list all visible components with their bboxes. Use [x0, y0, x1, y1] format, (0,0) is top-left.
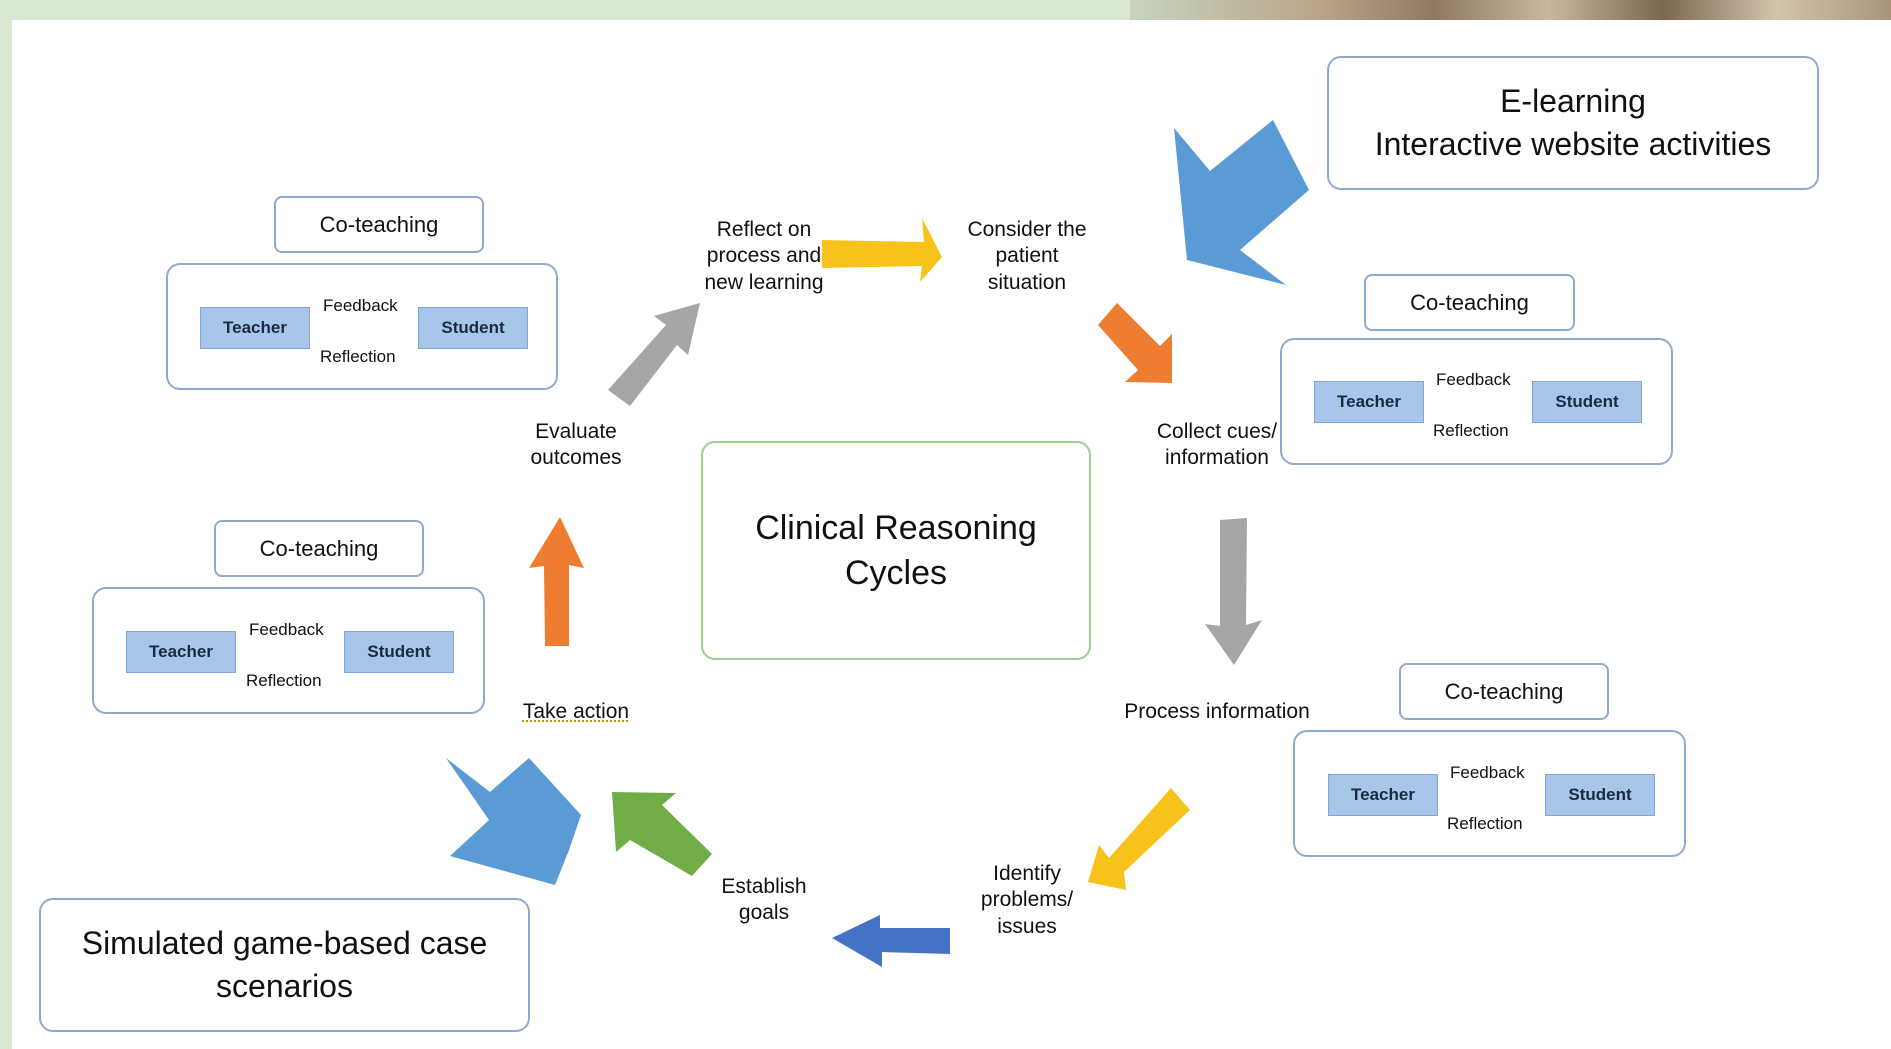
simulated-pointer-arrow [446, 758, 581, 885]
feedback-label-midright: Feedback [1436, 370, 1511, 389]
elearning-label: E-learning Interactive website activitie… [1374, 82, 1772, 162]
step-take-action: Take action [496, 699, 656, 725]
elearning-pointer-arrow [1174, 120, 1309, 285]
student-box-topleft: Student [418, 307, 528, 349]
simulated-scenarios-box: Simulated game-based case scenarios [39, 898, 530, 1032]
arrow-process-to-identify [1088, 788, 1190, 890]
step-reflect: Reflect on process and new learning [704, 218, 824, 294]
teacher-box-topleft: Teacher [200, 307, 310, 349]
arrow-collect-to-process [1205, 518, 1262, 665]
clinical-reasoning-title: Clinical Reasoning Cycles [755, 509, 1037, 592]
co-teaching-label: Co-teaching [1444, 678, 1564, 704]
reflection-label-bottomleft: Reflection [246, 671, 322, 690]
take-action-text: Take action [522, 700, 630, 723]
elearning-box: E-learning Interactive website activitie… [1327, 56, 1819, 190]
co-teaching-header-bottomright: Co-teaching [1399, 663, 1609, 720]
teacher-box-bottomright: Teacher [1328, 774, 1438, 816]
co-teaching-header-bottomleft: Co-teaching [214, 520, 424, 577]
step-process: Process information [1124, 700, 1310, 723]
diagram-canvas: E-learning Interactive website activitie… [12, 20, 1891, 1049]
step-collect: Collect cues/ information [1156, 420, 1278, 470]
step-evaluate: Evaluate outcomes [530, 420, 622, 470]
step-establish: Establish goals [721, 875, 807, 925]
student-box-bottomright: Student [1545, 774, 1655, 816]
teacher-box-midright: Teacher [1314, 381, 1424, 423]
co-teaching-header-midright: Co-teaching [1364, 274, 1575, 331]
reflection-label-midright: Reflection [1433, 421, 1509, 440]
co-teaching-label: Co-teaching [319, 211, 439, 237]
student-box-bottomleft: Student [344, 631, 454, 673]
co-teaching-label: Co-teaching [1410, 289, 1529, 315]
feedback-label-bottomright: Feedback [1450, 763, 1525, 782]
teacher-box-bottomleft: Teacher [126, 631, 236, 673]
arrow-evaluate-to-reflect [608, 303, 700, 406]
step-identify: Identify problems/ issues [980, 862, 1074, 938]
clinical-reasoning-box: Clinical Reasoning Cycles [701, 441, 1091, 660]
co-teaching-header-topleft: Co-teaching [274, 196, 484, 253]
feedback-label-topleft: Feedback [323, 296, 398, 315]
student-box-midright: Student [1532, 381, 1642, 423]
reflection-label-bottomright: Reflection [1447, 814, 1523, 833]
background-photo-strip [1130, 0, 1891, 20]
step-consider: Consider the patient situation [967, 218, 1087, 294]
arrow-establish-to-take-action [612, 792, 712, 876]
arrow-consider-to-collect [1098, 303, 1172, 383]
arrow-take-action-to-evaluate [529, 517, 584, 646]
reflection-label-topleft: Reflection [320, 347, 396, 366]
arrow-reflect-to-consider [822, 218, 942, 282]
feedback-label-bottomleft: Feedback [249, 620, 324, 639]
co-teaching-label: Co-teaching [259, 535, 379, 561]
simulated-label: Simulated game-based case scenarios [81, 924, 488, 1004]
arrow-identify-to-establish [832, 915, 950, 967]
